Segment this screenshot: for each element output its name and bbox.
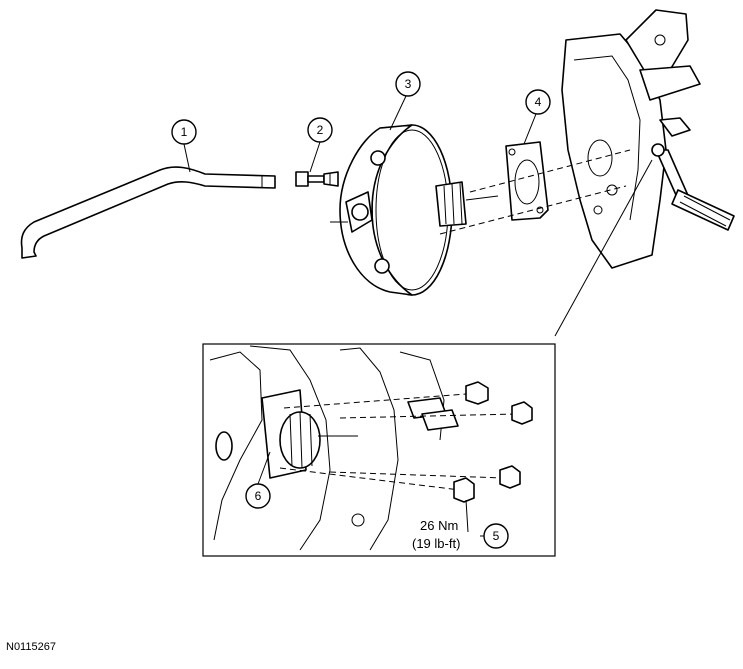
callout-4-label: 4 (535, 95, 542, 109)
gasket (505, 141, 549, 221)
callout-4: 4 (525, 89, 551, 115)
assembly-axis-lines (439, 149, 653, 337)
detail-inset (202, 343, 556, 557)
callout-5-label: 5 (493, 529, 500, 543)
dash-panel-bracket (561, 9, 735, 269)
callout-2: 2 (307, 117, 333, 143)
callout-6-label: 6 (255, 489, 262, 503)
callout-1: 1 (171, 119, 197, 145)
callout-1-label: 1 (181, 125, 188, 139)
vacuum-hose (20, 166, 276, 259)
callout-6: 6 (245, 483, 271, 509)
torque-metric: 26 Nm (420, 518, 458, 533)
callout-leaders (183, 95, 537, 537)
callout-5: 5 (483, 523, 509, 549)
torque-imperial: (19 lb-ft) (412, 536, 460, 551)
brake-booster (330, 124, 499, 296)
callout-3-label: 3 (405, 77, 412, 91)
callout-3: 3 (395, 71, 421, 97)
check-valve (295, 171, 339, 187)
torque-spec: 26 Nm (19 lb-ft) (412, 518, 460, 551)
callout-2-label: 2 (317, 123, 324, 137)
figure-id: N0115267 (6, 641, 56, 653)
